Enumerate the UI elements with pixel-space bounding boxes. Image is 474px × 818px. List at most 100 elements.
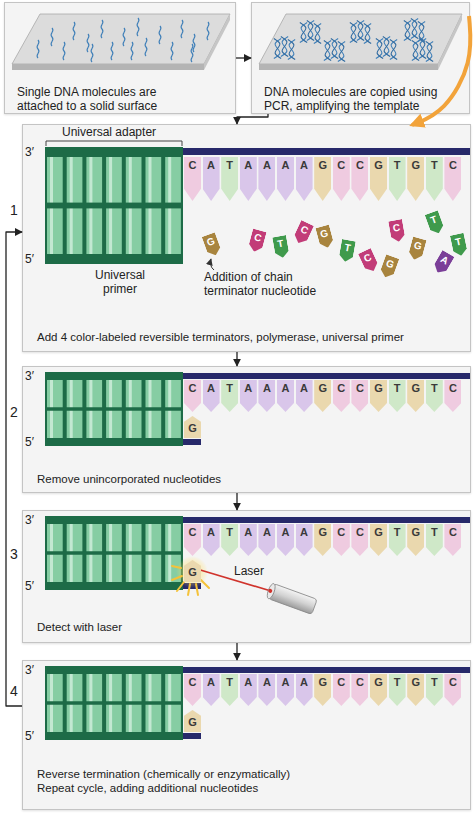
dna-molecule [51, 28, 53, 46]
base-tile: T [426, 524, 443, 556]
dna-cluster [300, 20, 321, 43]
leader-arrow [210, 259, 214, 270]
base-tile: A [240, 157, 257, 201]
base-tile: T [389, 674, 406, 706]
dna-molecule [101, 20, 103, 38]
dna-molecule [91, 44, 93, 62]
base-tile: T [426, 157, 443, 201]
base-tile: C [444, 674, 461, 706]
base-tile: A [203, 157, 220, 201]
dna-molecule [73, 22, 75, 40]
strand-end-label: 5′ [25, 729, 34, 743]
dna-duplex [183, 667, 470, 673]
fluorescence-glow [196, 584, 198, 595]
dna-duplex [45, 372, 470, 446]
solid-surface [259, 14, 462, 64]
base-tile: A [296, 674, 313, 706]
base-tile: G [370, 674, 387, 706]
dna-molecule [193, 34, 195, 52]
dna-cluster [404, 18, 425, 41]
base-tile: A [203, 674, 220, 706]
step-number: 3 [10, 547, 18, 561]
base-tile: C [333, 157, 350, 201]
base-tile: C [184, 674, 201, 706]
dna-duplex [45, 674, 183, 732]
base-tile: C [351, 380, 368, 412]
dna-duplex [183, 583, 201, 589]
strand-end-label: 3′ [25, 145, 34, 159]
base-tile: G [370, 380, 387, 412]
adapter-bracket [46, 141, 182, 146]
dna-duplex [183, 373, 470, 379]
dna-molecule [181, 20, 183, 38]
base-tile: A [240, 524, 257, 556]
dna-duplex [45, 147, 470, 264]
solid-surface [12, 14, 230, 70]
base-tile: T [221, 524, 238, 556]
dna-duplex [183, 439, 201, 445]
caption-text: Repeat cycle, adding additional nucleoti… [37, 781, 467, 795]
base-tile: T [389, 524, 406, 556]
base-tile: G [314, 524, 331, 556]
caption-block: Detect with laser [37, 620, 467, 634]
dna-molecule [37, 18, 209, 62]
free-nucleotide: G [379, 254, 400, 279]
callout-label: Addition of chain terminator nucleotide [204, 270, 326, 298]
base-tile: A [258, 157, 275, 201]
caption-text: Add 4 color-labeled reversible terminato… [37, 330, 467, 344]
base-tile: A [203, 380, 220, 412]
dna-molecule [159, 26, 161, 44]
step-number: 2 [10, 405, 18, 419]
free-nucleotide: T [425, 210, 446, 235]
free-nucleotide: G [202, 232, 223, 257]
dna-duplex [45, 524, 183, 582]
strand-end-label: 5′ [25, 579, 34, 593]
base-tile: G [314, 380, 331, 412]
fluorescence-glow [201, 580, 209, 588]
base-tile: A [296, 524, 313, 556]
dna-molecule [137, 18, 139, 36]
free-nucleotide: C [292, 220, 314, 246]
dna-molecule [37, 40, 39, 58]
caption-block: Single DNA molecules are attached to a s… [17, 85, 193, 113]
flow-arrow [236, 352, 237, 366]
image-panel: Single DNA molecules are attached to a s… [4, 2, 236, 114]
dna-duplex [183, 148, 470, 155]
base-tile: T [389, 157, 406, 201]
base-tile: C [184, 380, 201, 412]
caption-text: Detect with laser [37, 620, 467, 634]
caption-block: Remove unincorporated nucleotides [37, 472, 467, 486]
base-tile: A [258, 380, 275, 412]
step-number: 4 [10, 684, 18, 698]
base-tile: A [258, 524, 275, 556]
image-panel: DNA molecules are copied using PCR, ampl… [251, 2, 470, 114]
base-tile: A [277, 524, 294, 556]
curved-arrow [412, 16, 470, 125]
step-number: 1 [10, 203, 18, 217]
dna-molecule [171, 42, 173, 60]
fluorescence-glow [172, 576, 182, 580]
caption-text: Remove unincorporated nucleotides [37, 472, 467, 486]
strand-end-label: 5′ [25, 252, 34, 266]
flow-arrow [236, 643, 237, 660]
caption-text: DNA molecules are copied using PCR, ampl… [264, 85, 458, 113]
base-tile: T [389, 380, 406, 412]
base-tile: C [184, 157, 201, 201]
part-label: Universal primer [88, 268, 152, 296]
free-nucleotide: C [388, 219, 406, 243]
base-tile: T [221, 380, 238, 412]
solid-surface [12, 14, 230, 64]
caption-block: DNA molecules are copied using PCR, ampl… [264, 85, 458, 113]
strand-end-label: 3′ [25, 663, 34, 677]
base-tile: C [444, 157, 461, 201]
base-tile: G [407, 380, 424, 412]
base-tile: G [370, 157, 387, 201]
caption-text: Single DNA molecules are attached to a s… [17, 85, 193, 113]
base-tile: C [444, 380, 461, 412]
dna-duplex [45, 372, 183, 380]
base-tile: A [277, 380, 294, 412]
dna-duplex [45, 666, 183, 674]
laser-device [266, 583, 277, 600]
dna-duplex [183, 733, 201, 739]
flow-arrow [237, 114, 268, 124]
